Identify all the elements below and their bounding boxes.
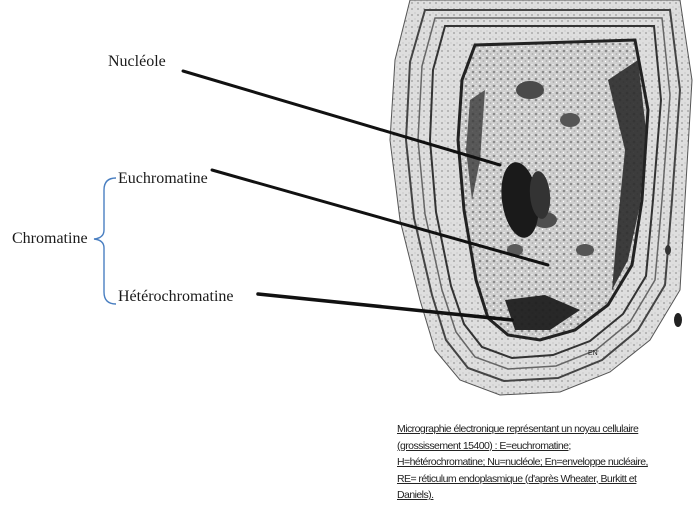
chromatine-bracket — [94, 178, 116, 304]
caption-line: Micrographie électronique représentant u… — [397, 421, 697, 438]
caption-line: Daniels). — [397, 487, 697, 504]
caption-line: RE= réticulum endoplasmique (d'après Whe… — [397, 471, 697, 488]
caption-line: H=hétérochromatine; Nu=nucléole; En=enve… — [397, 454, 697, 471]
caption-line: (grossissement 15400) : E=euchromatine; — [397, 438, 697, 455]
figure-caption: Micrographie électronique représentant u… — [397, 421, 697, 504]
label-heterochromatine: Hétérochromatine — [118, 288, 234, 306]
label-chromatine: Chromatine — [12, 230, 88, 248]
electron-micrograph — [380, 0, 700, 405]
label-nucleole: Nucléole — [108, 53, 166, 71]
label-euchromatine: Euchromatine — [118, 170, 208, 188]
envelope-marker: EN — [588, 350, 598, 357]
